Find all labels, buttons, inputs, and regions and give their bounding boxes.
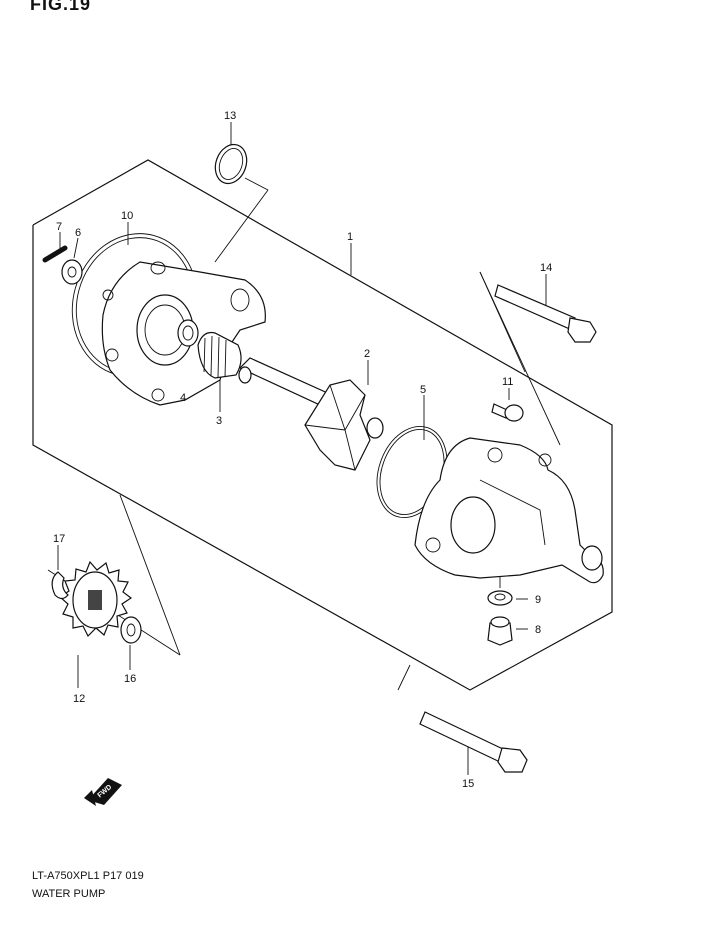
washer-9-hole: [494, 593, 506, 601]
leader-13c: [214, 189, 269, 263]
pump-gear-12: [59, 560, 133, 638]
pump-body-rib: [479, 479, 546, 546]
seal-ridge-2: [210, 335, 213, 377]
callout-17: 17: [53, 533, 65, 545]
callout-7: 7: [56, 221, 62, 233]
callout-11: 11: [502, 376, 513, 388]
circlip-17: [51, 571, 69, 600]
bolt15-bracket-line: [397, 664, 411, 691]
bolt-15: [419, 711, 506, 763]
bolt-14-head: [567, 317, 597, 343]
callout-14: 14: [540, 262, 552, 274]
housing-boss-1: [150, 261, 166, 275]
figure-number: FIG.19: [30, 0, 92, 14]
bolt-15-head: [497, 747, 528, 773]
washer-9: [487, 590, 513, 606]
washer-6: [61, 259, 83, 285]
seal-ridge-3: [217, 336, 220, 378]
shaft-end: [238, 366, 252, 384]
impeller-vane-3: [304, 424, 346, 431]
model-code: LT-A750XPL1 P17 019: [32, 870, 144, 882]
impeller-vane-1: [329, 384, 346, 431]
callout-16: 16: [124, 673, 136, 685]
housing-boss-5: [102, 289, 114, 301]
callout-5: 5: [420, 384, 426, 396]
pump-body-boss-1: [487, 447, 503, 463]
callout-2: 2: [364, 348, 370, 360]
impeller-hub: [366, 417, 384, 439]
callout-8: 8: [535, 624, 541, 636]
leader-6: [73, 237, 79, 259]
bolt-14: [494, 284, 576, 331]
gear-bracket-line-1: [119, 494, 181, 656]
pump-body-inlet: [450, 496, 496, 554]
washer-6-hole: [67, 266, 77, 278]
fwd-arrow-icon: FWD: [84, 778, 122, 806]
pump-body-boss-3: [538, 453, 552, 467]
housing-boss-2: [105, 348, 119, 362]
pump-shaft: [238, 357, 334, 406]
drain-bolt-8-top: [490, 616, 510, 628]
washer-16-hole: [126, 623, 136, 637]
leader-13b: [244, 177, 269, 191]
callout-13: 13: [224, 110, 236, 122]
bolt-bracket-line-2: [479, 271, 561, 446]
assembly-outline: [32, 159, 613, 691]
oil-seal-4-inner: [182, 325, 194, 341]
pin-7: [42, 245, 68, 263]
diagram-title: WATER PUMP: [32, 888, 106, 900]
callout-15: 15: [462, 778, 474, 790]
impeller-2: [304, 379, 371, 471]
pump-body-boss-2: [425, 537, 441, 553]
callout-10: 10: [121, 210, 133, 222]
screw-11: [491, 403, 508, 419]
seal-ridge-4: [224, 339, 227, 378]
oil-seal-4: [177, 319, 199, 347]
impeller-vane-2: [344, 394, 366, 431]
callout-4: 4: [180, 392, 186, 404]
impeller-vane-4: [344, 429, 356, 471]
pump-body: [414, 437, 604, 584]
housing-boss-3: [151, 388, 165, 402]
o-ring-13-inner: [218, 148, 244, 180]
o-ring-13: [214, 143, 248, 185]
seal-ridge-1: [203, 337, 206, 373]
screw-11-head: [504, 404, 524, 422]
gear-key: [88, 590, 102, 610]
washer-16: [120, 616, 142, 644]
callout-12: 12: [73, 693, 85, 705]
callout-3: 3: [216, 415, 222, 427]
callout-9: 9: [535, 594, 541, 606]
housing-boss-4: [230, 288, 250, 312]
pump-body-outlet: [581, 545, 603, 571]
callout-6: 6: [75, 227, 81, 239]
callout-1: 1: [347, 231, 353, 243]
